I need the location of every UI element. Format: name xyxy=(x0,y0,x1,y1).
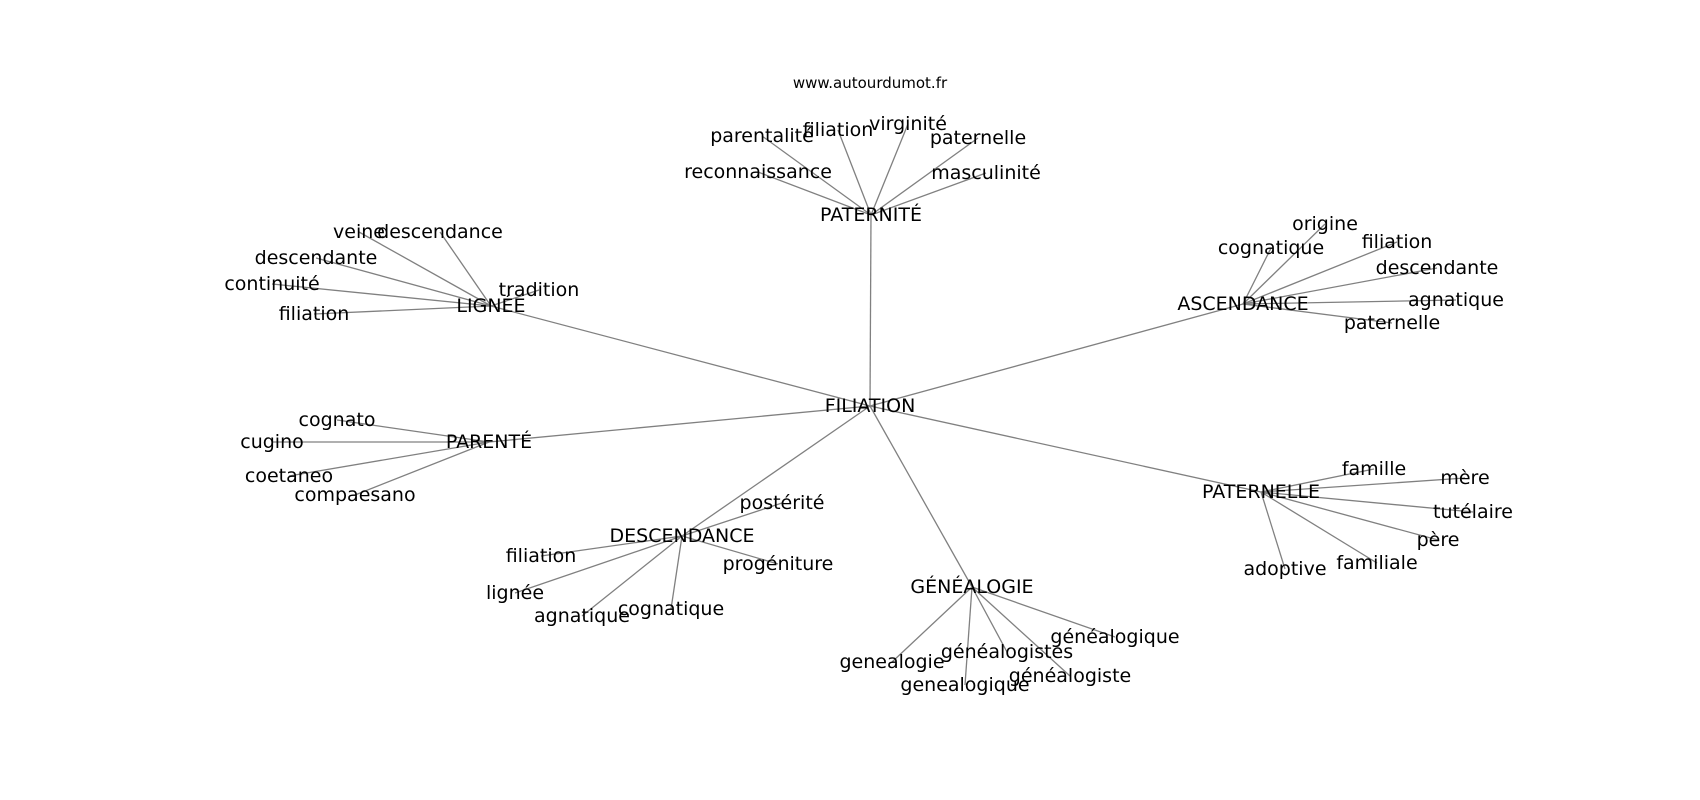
node-hub-paternelle[interactable]: PATERNELLE xyxy=(1202,481,1320,503)
node-leaf-lignee-continuite[interactable]: continuité xyxy=(224,273,319,295)
node-leaf-descendance-progeniture[interactable]: progéniture xyxy=(723,553,834,575)
node-leaf-paternite-reconnaissance[interactable]: reconnaissance xyxy=(684,161,832,183)
node-leaf-genealogie-genealogique[interactable]: généalogique xyxy=(1050,626,1179,648)
edge-descendance-filiation xyxy=(540,535,683,557)
edge-descendance-cognatique xyxy=(670,535,683,610)
edge-paternite-filiation xyxy=(837,129,872,216)
edge-center-paternelle xyxy=(869,405,1262,493)
node-leaf-genealogie-genealogiste[interactable]: généalogiste xyxy=(1009,665,1131,687)
node-hub-lignee[interactable]: LIGNÉE xyxy=(456,294,525,317)
edge-center-parente xyxy=(488,405,871,443)
node-leaf-genealogie-genealogie[interactable]: genealogie xyxy=(839,651,944,673)
edge-parente-coetaneo xyxy=(288,441,490,477)
edge-center-ascendance xyxy=(869,303,1244,407)
node-leaf-paternelle-adoptive[interactable]: adoptive xyxy=(1243,558,1326,580)
edge-genealogie-genealogique xyxy=(971,586,1116,638)
edge-descendance-progeniture xyxy=(681,535,779,565)
edge-ascendance-origine xyxy=(1242,223,1326,305)
edge-parente-cognato xyxy=(336,419,490,443)
node-leaf-lignee-descendance[interactable]: descendance xyxy=(377,221,503,243)
node-hub-descendance[interactable]: DESCENDANCE xyxy=(610,525,755,547)
edge-ascendance-descendante xyxy=(1242,267,1438,305)
label-layer: FILIATIONPATERNITÉparentalitéfiliationvi… xyxy=(224,113,1513,696)
node-leaf-genealogie-genealogique[interactable]: genealogique xyxy=(900,674,1029,696)
node-leaf-ascendance-paternelle[interactable]: paternelle xyxy=(1344,312,1440,334)
edge-paternelle-familiale xyxy=(1260,491,1378,564)
node-leaf-ascendance-descendante[interactable]: descendante xyxy=(1376,257,1499,279)
edge-lignee-descendante xyxy=(315,257,492,307)
edge-paternelle-pere xyxy=(1260,491,1439,541)
edge-paternite-paternelle xyxy=(870,137,979,216)
node-leaf-descendance-agnatique[interactable]: agnatique xyxy=(534,605,630,627)
node-center-filiation[interactable]: FILIATION xyxy=(825,395,916,417)
node-leaf-parente-cognato[interactable]: cognato xyxy=(299,409,376,431)
edge-ascendance-agnatique xyxy=(1242,299,1457,305)
edge-paternelle-mere xyxy=(1260,477,1466,493)
node-leaf-paternelle-tutelaire[interactable]: tutélaire xyxy=(1433,501,1513,523)
node-leaf-parente-compaesano[interactable]: compaesano xyxy=(294,484,415,506)
edge-lignee-tradition xyxy=(490,289,540,307)
edge-paternite-virginite xyxy=(870,123,909,216)
edge-center-genealogie xyxy=(869,405,973,588)
edge-center-paternite xyxy=(869,214,872,407)
node-leaf-paternelle-famille[interactable]: famille xyxy=(1342,458,1406,480)
node-leaf-paternelle-mere[interactable]: mère xyxy=(1440,467,1489,489)
node-leaf-paternite-paternelle[interactable]: paternelle xyxy=(930,127,1026,149)
edge-lignee-filiation xyxy=(313,305,492,315)
node-leaf-ascendance-cognatique[interactable]: cognatique xyxy=(1218,237,1324,259)
edge-lignee-continuite xyxy=(271,283,492,307)
edge-lignee-descendance xyxy=(439,231,492,307)
edge-parente-compaesano xyxy=(354,441,490,496)
node-leaf-lignee-filiation[interactable]: filiation xyxy=(279,303,350,325)
node-leaf-genealogie-genealogistes[interactable]: généalogistes xyxy=(941,641,1073,663)
node-hub-paternite[interactable]: PATERNITÉ xyxy=(820,203,922,226)
node-leaf-descendance-lignee[interactable]: lignée xyxy=(486,582,544,604)
node-leaf-paternite-parentalite[interactable]: parentalité xyxy=(710,125,814,147)
node-leaf-lignee-tradition[interactable]: tradition xyxy=(499,279,580,301)
node-leaf-parente-cugino[interactable]: cugino xyxy=(240,431,304,453)
edge-descendance-posterite xyxy=(681,502,783,537)
node-hub-parente[interactable]: PARENTÉ xyxy=(446,430,532,453)
edge-center-lignee xyxy=(490,305,871,407)
node-hub-genealogie[interactable]: GÉNÉALOGIE xyxy=(910,575,1033,598)
edge-center-descendance xyxy=(681,405,871,537)
node-leaf-descendance-cognatique[interactable]: cognatique xyxy=(618,598,724,620)
edge-paternite-masculinite xyxy=(870,172,987,216)
edge-descendance-lignee xyxy=(514,535,683,594)
node-hub-ascendance[interactable]: ASCENDANCE xyxy=(1177,293,1308,315)
node-leaf-descendance-filiation[interactable]: filiation xyxy=(506,545,577,567)
site-watermark: www.autourdumot.fr xyxy=(793,74,948,92)
node-leaf-ascendance-agnatique[interactable]: agnatique xyxy=(1408,289,1504,311)
edge-paternelle-tutelaire xyxy=(1260,491,1474,513)
node-leaf-lignee-veine[interactable]: veine xyxy=(333,221,385,243)
edge-genealogie-genealogie xyxy=(891,586,973,663)
node-leaf-lignee-descendante[interactable]: descendante xyxy=(255,247,378,269)
edge-paternite-reconnaissance xyxy=(757,171,872,216)
node-leaf-paternelle-pere[interactable]: père xyxy=(1417,529,1460,551)
node-leaf-ascendance-origine[interactable]: origine xyxy=(1292,213,1358,235)
edge-genealogie-genealogiste xyxy=(971,586,1071,677)
node-leaf-paternite-virginite[interactable]: virginité xyxy=(869,113,947,135)
node-leaf-parente-coetaneo[interactable]: coetaneo xyxy=(245,465,333,487)
edge-paternelle-famille xyxy=(1260,468,1375,493)
edge-genealogie-genealogique xyxy=(964,586,973,686)
edge-descendance-agnatique xyxy=(581,535,683,617)
edge-lignee-veine xyxy=(358,231,492,307)
node-leaf-paternite-masculinite[interactable]: masculinité xyxy=(931,162,1041,184)
edge-genealogie-genealogistes xyxy=(971,586,1008,653)
edge-ascendance-cognatique xyxy=(1242,247,1272,305)
edge-ascendance-paternelle xyxy=(1242,303,1393,324)
edge-paternite-parentalite xyxy=(761,135,872,216)
edge-paternelle-adoptive xyxy=(1260,491,1286,570)
edge-layer xyxy=(271,123,1474,686)
node-leaf-paternelle-familiale[interactable]: familiale xyxy=(1336,552,1417,574)
node-leaf-ascendance-filiation[interactable]: filiation xyxy=(1362,231,1433,253)
node-leaf-paternite-filiation[interactable]: filiation xyxy=(803,119,874,141)
node-leaf-descendance-posterite[interactable]: postérité xyxy=(740,492,825,514)
edge-ascendance-filiation xyxy=(1242,241,1398,305)
